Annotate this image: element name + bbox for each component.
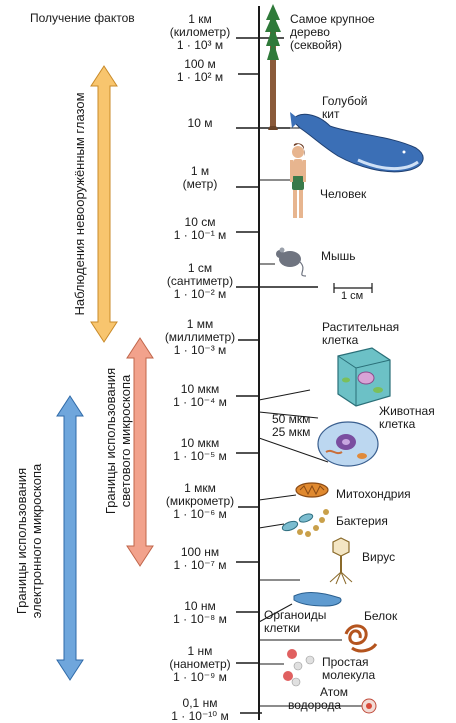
scale-exponent: 1 · 10² м xyxy=(150,71,250,84)
label-cm-bar: 1 см xyxy=(341,290,363,303)
scale-exponent: 1 · 10⁻⁸ м xyxy=(150,613,250,626)
label-line: светового микроскопа xyxy=(118,351,133,531)
animal-cell-icon xyxy=(318,422,378,466)
organelles-icon xyxy=(294,592,341,606)
light-microscope-range-label: Границы использования светового микроско… xyxy=(103,351,135,531)
scale-label-1km: 1 км (километр) 1 · 10³ м xyxy=(150,13,250,52)
bacteria-icon xyxy=(281,509,329,537)
label-hydrogen-atom: Атом водорода xyxy=(288,686,348,712)
label-line: 25 мкм xyxy=(272,426,310,439)
label-line: Границы использования xyxy=(103,351,118,531)
label-mouse: Мышь xyxy=(321,250,356,263)
scale-unit-name: (метр) xyxy=(150,178,250,191)
scale-label-10um-a: 10 мкм 1 · 10⁻⁴ м xyxy=(150,383,250,409)
scale-exponent: 1 · 10⁻⁹ м xyxy=(150,671,250,684)
label-animal-cell: Животная клетка xyxy=(379,405,435,431)
mouse-icon xyxy=(276,248,306,277)
scale-label-10m: 10 м xyxy=(150,117,250,130)
sequoia-tree-icon xyxy=(265,4,281,130)
scale-label-1cm: 1 см (сантиметр) 1 · 10⁻² м xyxy=(150,262,250,301)
label-blue-whale: Голубой кит xyxy=(322,95,368,121)
small-molecule-icon xyxy=(283,649,314,686)
virus-icon xyxy=(330,538,352,584)
scale-exponent: 1 · 10⁻¹ м xyxy=(150,229,250,242)
scale-exponent: 1 · 10⁻² м xyxy=(150,288,250,301)
scale-exponent: 1 · 10⁻³ м xyxy=(150,344,250,357)
scale-label-1um: 1 мкм (микрометр) 1 · 10⁻⁶ м xyxy=(150,482,250,521)
scale-exponent: 1 · 10⁻⁵ м xyxy=(150,450,250,463)
label-virus: Вирус xyxy=(362,551,395,564)
scale-label-10um-b: 10 мкм 1 · 10⁻⁵ м xyxy=(150,437,250,463)
label-line: (секвойя) xyxy=(290,39,375,52)
label-sequoia: Самое крупное дерево (секвойя) xyxy=(290,13,375,52)
scale-exponent: 1 · 10⁻⁷ м xyxy=(150,559,250,572)
label-plant-cell: Растительная клетка xyxy=(322,321,399,347)
scale-label-100nm: 100 нм 1 · 10⁻⁷ м xyxy=(150,546,250,572)
scale-exponent: 1 · 10³ м xyxy=(150,39,250,52)
mitochondrion-icon xyxy=(296,483,328,497)
scale-label-100m: 100 м 1 · 10² м xyxy=(150,58,250,84)
scale-label-0-1nm: 0,1 нм 1 · 10⁻¹⁰ м xyxy=(150,697,250,723)
human-figure-icon xyxy=(290,143,306,218)
page-title: Получение фактов xyxy=(30,12,135,25)
hydrogen-atom-icon xyxy=(362,699,376,713)
label-mitochondria: Митохондрия xyxy=(336,488,411,501)
scale-exponent: 1 · 10⁻¹⁰ м xyxy=(150,710,250,723)
label-bacteria: Бактерия xyxy=(336,515,388,528)
scale-label-1mm: 1 мм (миллиметр) 1 · 10⁻³ м xyxy=(150,318,250,357)
scale-value: 10 м xyxy=(150,117,250,130)
scale-exponent: 1 · 10⁻⁴ м xyxy=(150,396,250,409)
naked-eye-range-label: Наблюдения невооружённым глазом xyxy=(72,84,88,324)
label-protein: Белок xyxy=(364,610,397,623)
scale-exponent: 1 · 10⁻⁶ м xyxy=(150,508,250,521)
label-line: кит xyxy=(322,108,368,121)
scale-label-1nm: 1 нм (нанометр) 1 · 10⁻⁹ м xyxy=(150,645,250,684)
label-line: водорода xyxy=(288,699,348,712)
label-human: Человек xyxy=(320,188,366,201)
protein-icon xyxy=(346,626,376,651)
label-organelles: Органоиды клетки xyxy=(264,609,326,635)
scale-label-1m: 1 м (метр) xyxy=(150,165,250,191)
electron-microscope-range-arrow xyxy=(57,396,83,680)
label-small-molecule: Простая молекула xyxy=(322,656,375,682)
label-line: клетка xyxy=(379,418,435,431)
scale-label-10cm: 10 см 1 · 10⁻¹ м xyxy=(150,216,250,242)
label-line: клетка xyxy=(322,334,399,347)
label-cell-sizes: 50 мкм 25 мкм xyxy=(272,413,310,439)
label-line: молекула xyxy=(322,669,375,682)
electron-microscope-range-label: Границы использования электронного микро… xyxy=(14,451,46,631)
label-line: клетки xyxy=(264,622,326,635)
label-line: электронного микроскопа xyxy=(29,451,44,631)
naked-eye-range-arrow xyxy=(91,66,117,342)
plant-cell-icon xyxy=(338,348,390,406)
scale-label-10nm: 10 нм 1 · 10⁻⁸ м xyxy=(150,600,250,626)
label-line: Границы использования xyxy=(14,451,29,631)
